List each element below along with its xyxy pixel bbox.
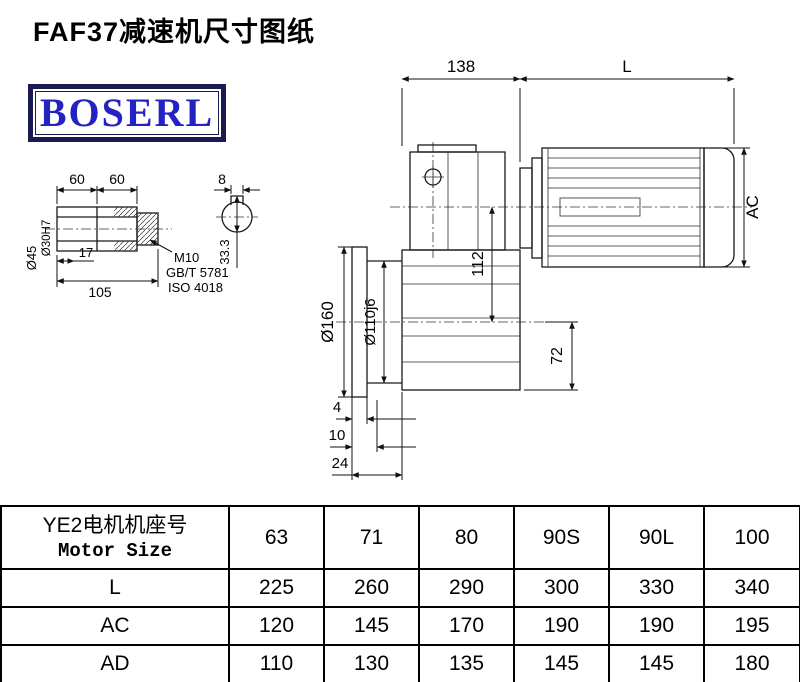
- cell-AD-63: 110: [228, 644, 325, 682]
- fan-cowl: [703, 147, 735, 268]
- dim-flange-dia: Ø160: [318, 301, 337, 343]
- main-dimensions: 138 L AC 112 72 Ø160 Ø110j6: [318, 57, 762, 480]
- dim-key-depth: 33.3: [217, 239, 232, 264]
- cell-AC-71: 145: [323, 606, 420, 646]
- cell-AD-90L: 145: [608, 644, 705, 682]
- input-housing: [409, 151, 506, 251]
- motor-adapter-2: [531, 157, 543, 259]
- gear-housing: [401, 249, 521, 391]
- cell-AC-100: 195: [703, 606, 800, 646]
- row-label-AD: AD: [0, 644, 230, 682]
- motor-frame-80: 80: [418, 505, 515, 570]
- dim-AC: AC: [743, 195, 762, 219]
- header-motor-size-cn: YE2电机机座号: [42, 514, 188, 538]
- output-flange: [351, 246, 368, 398]
- technical-drawing: 138 L AC 112 72 Ø160 Ø110j6: [24, 57, 762, 480]
- dim-spigot-dia: Ø110j6: [362, 298, 379, 345]
- shaft-detail: 60 60 Ø45 Ø30H7 17 105 M10 GB/T 5781 ISO…: [24, 171, 229, 300]
- table-row-L: L 225 260 290 300 330 340: [0, 568, 800, 608]
- bore-section-view: 8 33.3: [214, 171, 260, 268]
- dim-L: L: [622, 57, 631, 76]
- header-motor-size-en: Motor Size: [57, 539, 173, 562]
- cell-L-90L: 330: [608, 568, 705, 608]
- dim-138: 138: [447, 57, 475, 76]
- thread-label: M10: [174, 250, 199, 265]
- row-label-AC: AC: [0, 606, 230, 646]
- cell-L-80: 290: [418, 568, 515, 608]
- thread-std-iso: ISO 4018: [168, 280, 223, 295]
- cell-AC-63: 120: [228, 606, 325, 646]
- motor-frame-63: 63: [228, 505, 325, 570]
- cell-AD-90S: 145: [513, 644, 610, 682]
- cell-L-63: 225: [228, 568, 325, 608]
- motor-frame-71: 71: [323, 505, 420, 570]
- thread-leader: [149, 239, 173, 253]
- motor-adapter-1: [519, 167, 533, 249]
- motor-frame-100: 100: [703, 505, 800, 570]
- cell-AC-90L: 190: [608, 606, 705, 646]
- motor-frame-90S: 90S: [513, 505, 610, 570]
- dim-60-2: 60: [109, 171, 125, 187]
- dim-72: 72: [549, 347, 566, 365]
- dim-105: 105: [88, 284, 112, 300]
- cell-AD-100: 180: [703, 644, 800, 682]
- dim-112: 112: [470, 251, 487, 277]
- cell-L-90S: 300: [513, 568, 610, 608]
- housing-top-step: [417, 144, 477, 153]
- cell-AD-80: 135: [418, 644, 515, 682]
- hatch-bottom: [114, 241, 137, 251]
- dim-10: 10: [329, 427, 346, 444]
- table-row-AD: AD 110 130 135 145 145 180: [0, 644, 800, 682]
- header-motor-size: YE2电机机座号 Motor Size: [0, 505, 230, 570]
- cell-L-100: 340: [703, 568, 800, 608]
- cell-AD-71: 130: [323, 644, 420, 682]
- thread-std-gb: GB/T 5781: [166, 265, 229, 280]
- boserl-logo-text: BOSERL: [39, 90, 215, 135]
- dim-17: 17: [79, 245, 93, 260]
- cell-L-71: 260: [323, 568, 420, 608]
- boserl-logo: BOSERL: [28, 84, 226, 142]
- page-title: FAF37减速机尺寸图纸: [33, 17, 316, 47]
- dim-8: 8: [218, 171, 226, 187]
- main-view: [336, 142, 752, 398]
- cell-AC-80: 170: [418, 606, 515, 646]
- motor-frame-90L: 90L: [608, 505, 705, 570]
- dim-60-1: 60: [69, 171, 85, 187]
- hatch-top: [114, 207, 137, 217]
- dim-shaft-dia: Ø45: [24, 246, 39, 271]
- table-row-AC: AC 120 145 170 190 190 195: [0, 606, 800, 646]
- table-header-row: YE2电机机座号 Motor Size 63 71 80 90S 90L 100: [0, 505, 800, 570]
- motor-body: [541, 147, 705, 268]
- dim-bore-dia: Ø30H7: [41, 220, 53, 256]
- dim-24: 24: [332, 455, 349, 472]
- row-label-L: L: [0, 568, 230, 608]
- hatch-end: [137, 213, 158, 245]
- motor-nameplate: [559, 197, 641, 217]
- dim-4: 4: [333, 399, 341, 416]
- motor-size-table: YE2电机机座号 Motor Size 63 71 80 90S 90L 100…: [0, 505, 800, 682]
- cell-AC-90S: 190: [513, 606, 610, 646]
